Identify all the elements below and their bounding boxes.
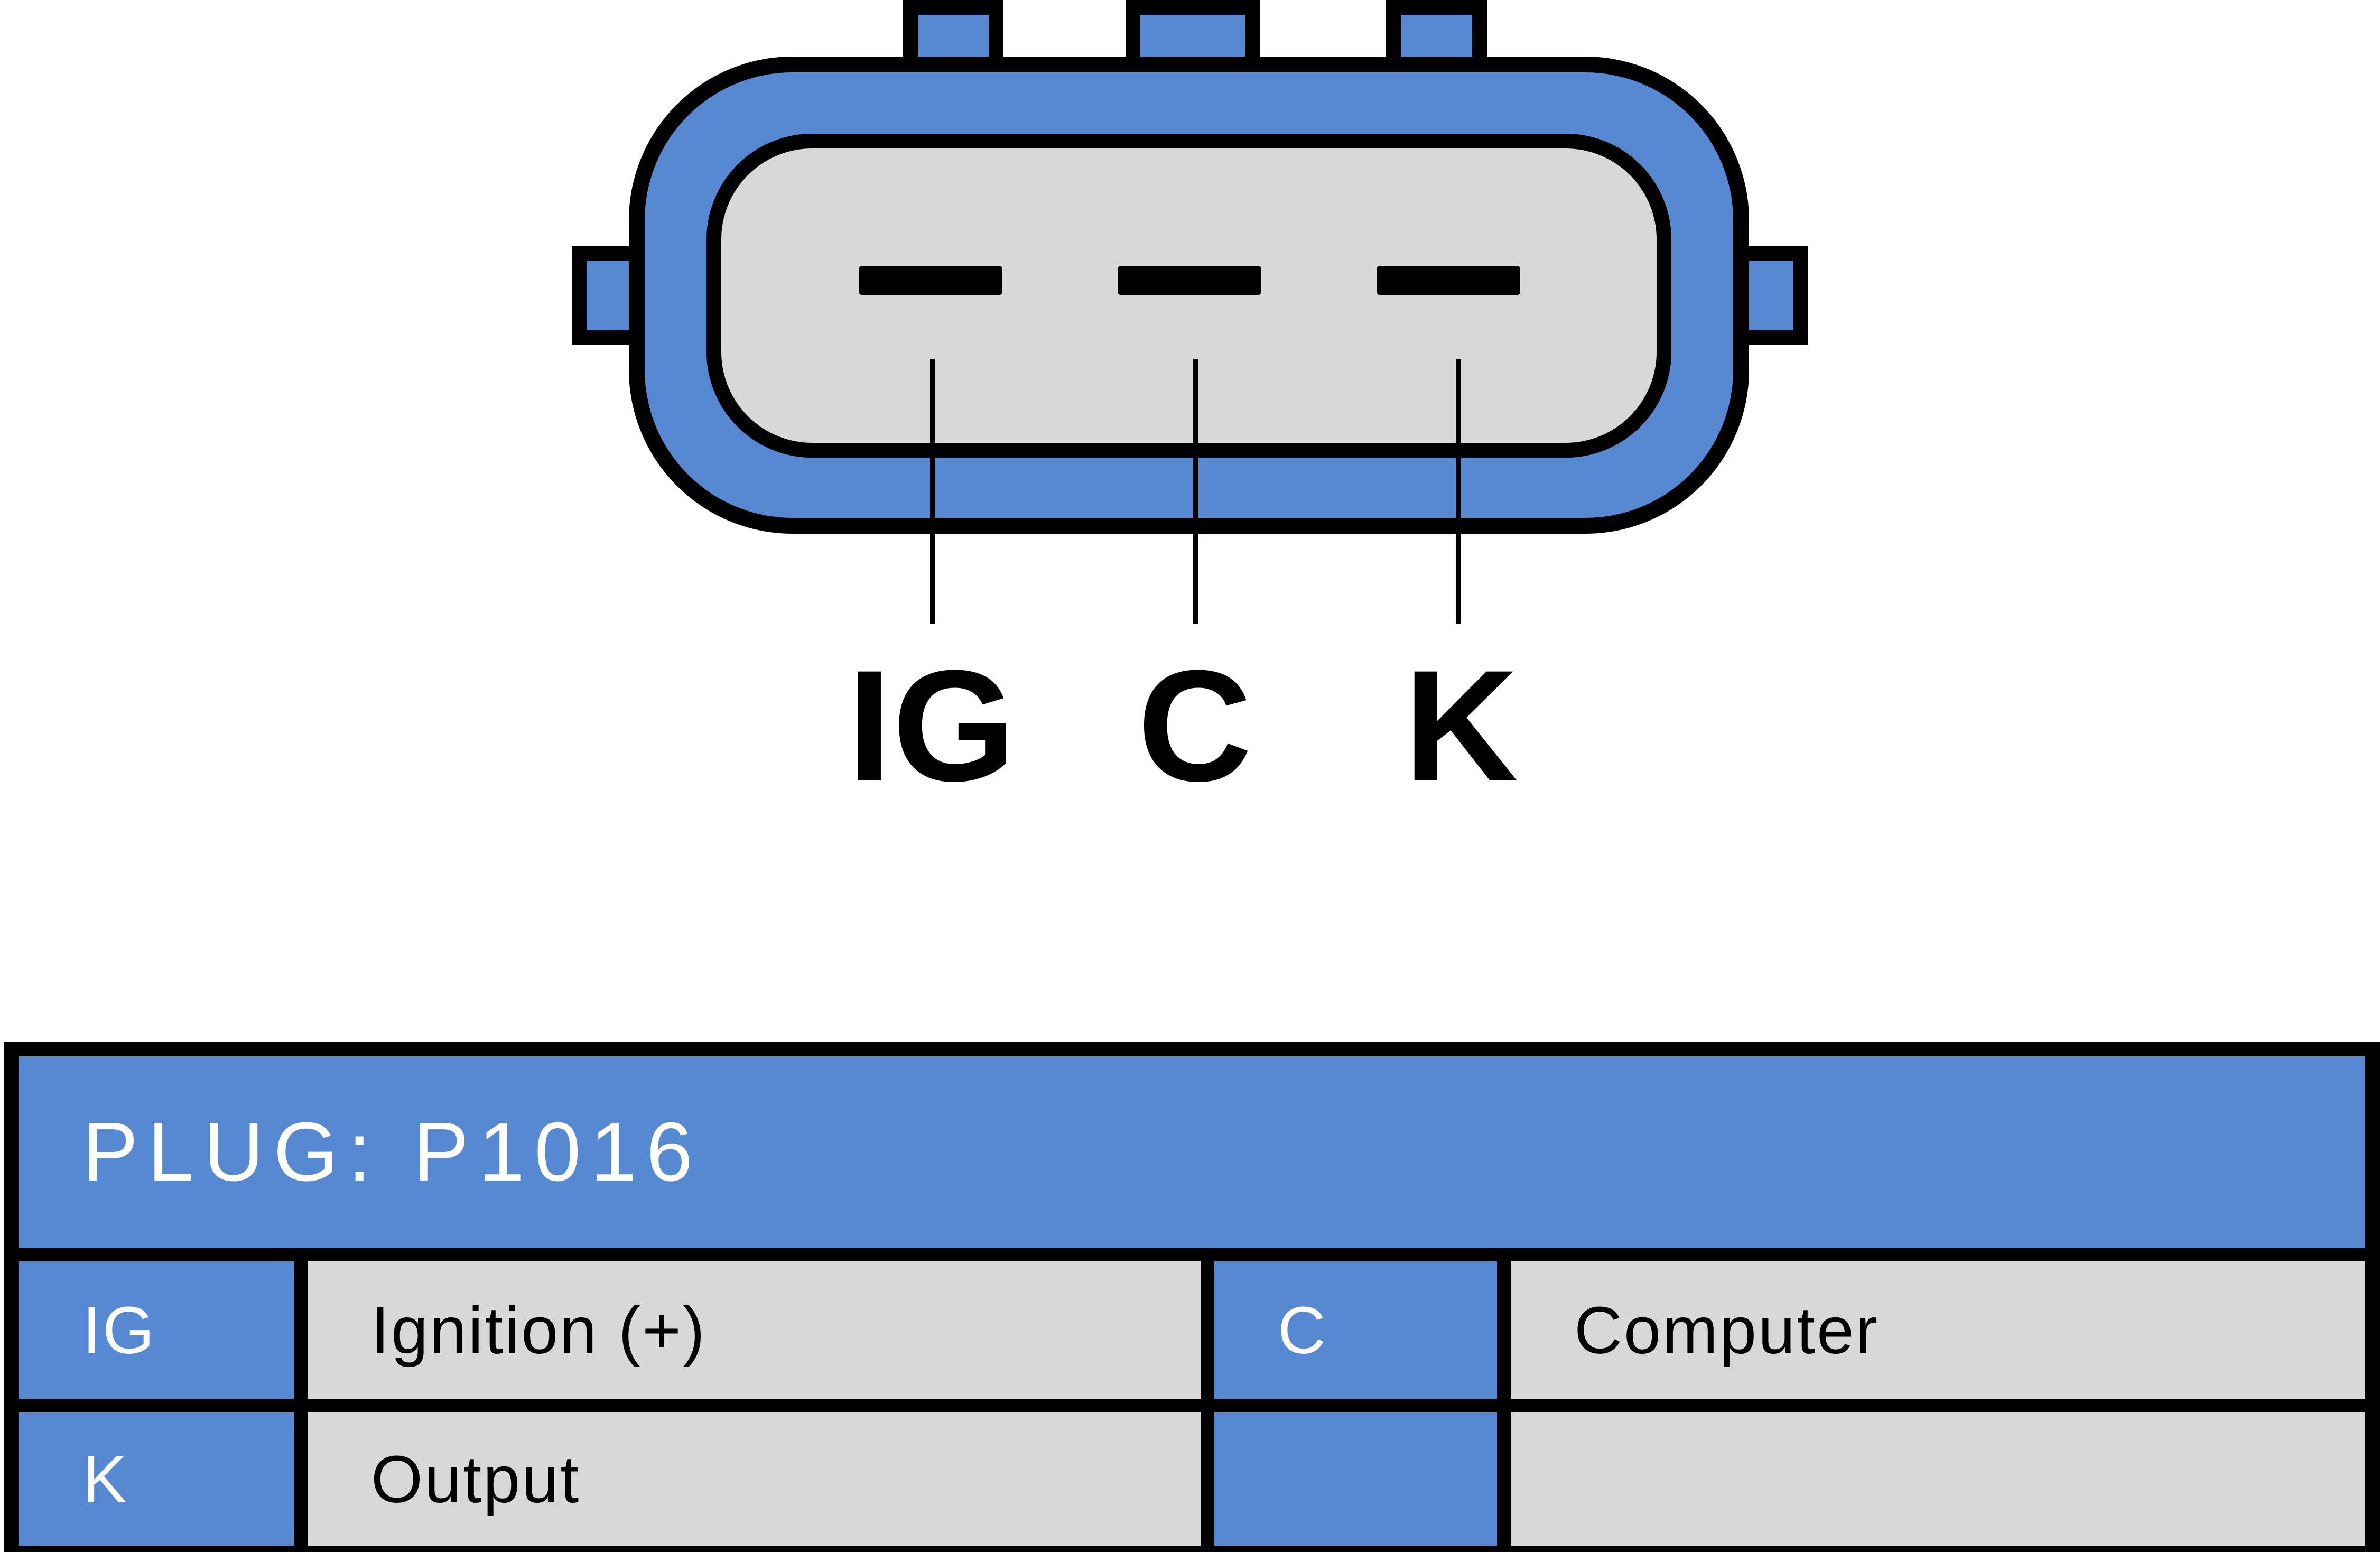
pin-slot-c bbox=[1118, 266, 1261, 295]
desc-cell-output: Output bbox=[308, 1412, 1201, 1546]
leader-line-ig bbox=[930, 359, 935, 624]
desc-cell-computer: Computer bbox=[1511, 1261, 2365, 1399]
pin-cell-k: K bbox=[19, 1412, 294, 1546]
leader-line-k bbox=[1456, 359, 1461, 624]
pin-cell-c: C bbox=[1214, 1261, 1497, 1399]
plug-title: PLUG: P1016 bbox=[19, 1056, 2365, 1248]
pin-label-k: K bbox=[1403, 637, 1520, 814]
pin-cell-ig: IG bbox=[19, 1261, 294, 1399]
pin-label-c: C bbox=[1137, 637, 1253, 814]
pinout-table: PLUG: P1016 IG Ignition (+) C Computer K… bbox=[4, 1042, 2380, 1552]
connector-cavity bbox=[706, 134, 1671, 458]
desc-cell-empty bbox=[1511, 1412, 2365, 1546]
pin-cell-empty bbox=[1214, 1412, 1497, 1546]
connector-side-tab-right bbox=[1738, 246, 1808, 345]
leader-line-c bbox=[1193, 359, 1198, 624]
desc-cell-ignition: Ignition (+) bbox=[308, 1261, 1201, 1399]
pin-slot-k bbox=[1377, 266, 1520, 295]
pin-slot-ig bbox=[859, 266, 1002, 295]
connector-diagram: IG C K bbox=[572, 0, 1808, 814]
pin-label-ig: IG bbox=[847, 637, 1017, 814]
